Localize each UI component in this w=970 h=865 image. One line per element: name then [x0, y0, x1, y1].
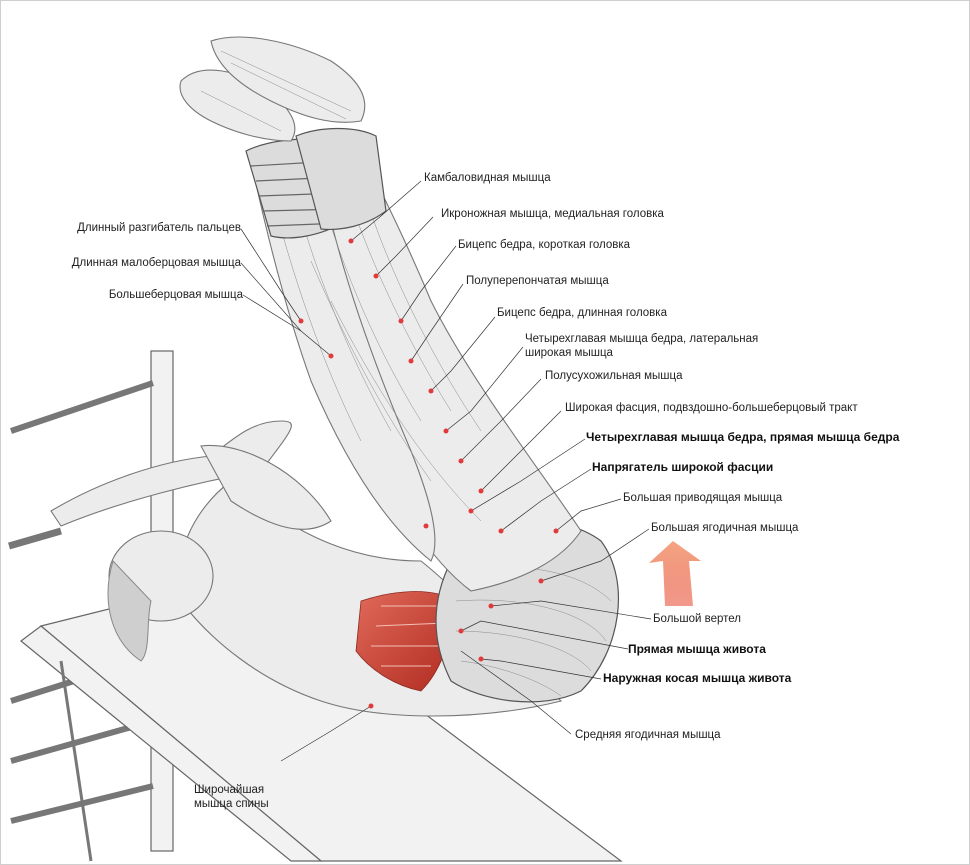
label-vastus-lateralis: Четырехглавая мышца бедра, латеральная ш… [525, 333, 759, 359]
label-gluteus-medius: Средняя ягодичная мышца [575, 729, 721, 741]
label-tensor-fascia-lata: Напрягатель широкой фасции [592, 460, 774, 474]
label-external-oblique: Наружная косая мышца живота [603, 671, 792, 685]
label-greater-trochanter: Большой вертел [653, 613, 742, 625]
label-adductor-magnus: Большая приводящая мышца [623, 492, 783, 504]
label-biceps-femoris-short: Бицепс бедра, короткая головка [458, 239, 631, 251]
label-latissimus-dorsi: Широчайшая мышца спины [194, 784, 269, 810]
label-gluteus-maximus: Большая ягодичная мышца [651, 522, 799, 534]
label-fascia-lata: Широкая фасция, подвздошно-большеберцовы… [565, 402, 858, 414]
legs [245, 127, 582, 592]
leader-lines [240, 180, 652, 762]
up-arrow-icon [649, 541, 701, 606]
label-tibialis-anterior: Большеберцовая мышца [108, 289, 243, 301]
label-soleus: Камбаловидная мышца [424, 172, 551, 184]
label-semitendinosus: Полусухожильная мышца [545, 370, 683, 382]
label-biceps-femoris-long: Бицепс бедра, длинная головка [497, 307, 667, 319]
bench [20, 575, 623, 862]
marker-dots [298, 238, 559, 709]
label-peroneus-longus: Длинная малоберцовая мышца [71, 257, 241, 269]
feet [179, 36, 366, 142]
label-semimembranosus: Полуперепончатая мышца [466, 275, 609, 287]
label-extensor-digitorum-longus: Длинный разгибатель пальцев [77, 222, 241, 234]
shoe-right [210, 36, 366, 123]
label-rectus-abdominis: Прямая мышца живота [628, 642, 766, 656]
label-rectus-femoris: Четырехглавая мышца бедра, прямая мышца … [586, 430, 900, 444]
label-gastrocnemius-medial: Икроножная мышца, медиальная головка [441, 208, 664, 220]
